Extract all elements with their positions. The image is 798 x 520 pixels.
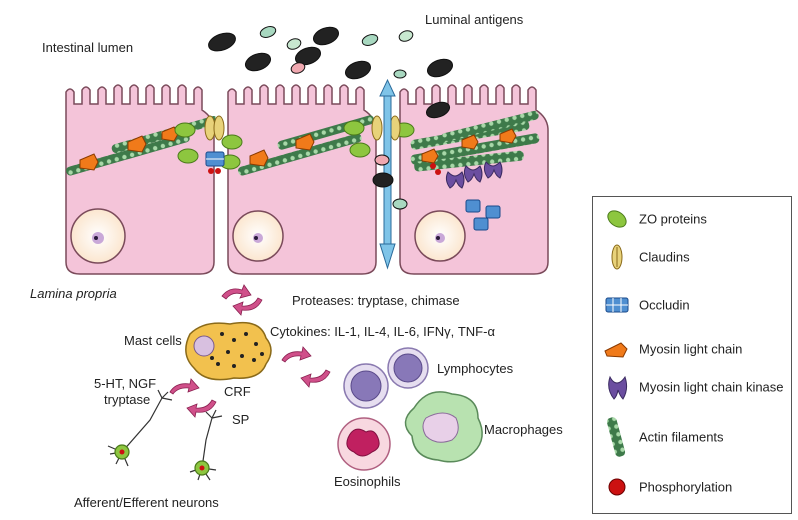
epithelial-layer xyxy=(65,84,549,275)
label-lamina-propria: Lamina propria xyxy=(30,286,117,301)
nucleus-2 xyxy=(232,210,284,262)
nucleus-3 xyxy=(414,210,466,262)
luminal-antigens xyxy=(208,26,454,210)
phosphorylation-icon xyxy=(608,478,626,496)
label-proteases: Proteases: tryptase, chimase xyxy=(292,293,460,308)
occludin-icon xyxy=(605,297,629,313)
legend-label: Claudins xyxy=(639,249,690,265)
label-mediators-line1: 5-HT, NGF xyxy=(94,376,156,391)
lymphocyte-2 xyxy=(387,347,429,389)
cycle-arrows-neuro xyxy=(169,378,217,418)
occludin-cluster xyxy=(465,199,501,231)
myosin-light-chain-icon xyxy=(604,342,628,358)
myosin-light-chains xyxy=(79,126,517,171)
neuron-1 xyxy=(107,389,173,467)
zo-protein-icon xyxy=(607,210,627,228)
mast-cell xyxy=(185,321,272,381)
label-lymphocytes: Lymphocytes xyxy=(437,361,514,376)
lymphocyte-1 xyxy=(343,363,389,409)
actin-filament-icon xyxy=(606,417,626,457)
label-intestinal-lumen: Intestinal lumen xyxy=(42,40,133,55)
legend-label: ZO proteins xyxy=(639,211,707,227)
legend-label: Myosin light chain kinase xyxy=(639,379,784,395)
label-luminal-antigens: Luminal antigens xyxy=(425,12,524,27)
legend-item-myosin-kinase: Myosin light chain kinase xyxy=(593,369,793,405)
label-neurons: Afferent/Efferent neurons xyxy=(74,495,219,510)
tight-junction-1 xyxy=(174,115,243,170)
legend-label: Phosphorylation xyxy=(639,479,733,495)
label-cytokines: Cytokines: IL-1, IL-4, IL-6, IFNγ, TNF-α xyxy=(270,324,495,339)
tight-junction-2 xyxy=(343,115,415,158)
legend-label: Occludin xyxy=(639,297,690,313)
myosin-kinases xyxy=(445,161,503,189)
myosin-kinase-icon xyxy=(608,375,628,400)
label-eosinophils: Eosinophils xyxy=(334,474,401,489)
label-crf: CRF xyxy=(224,384,251,399)
legend-item-actin-filaments: Actin filaments xyxy=(593,417,793,457)
legend-label: Actin filaments xyxy=(639,429,724,445)
paracellular-arrow xyxy=(379,78,396,270)
phosphorylation-dots xyxy=(208,163,441,175)
legend-item-occludin: Occludin xyxy=(593,287,793,323)
label-sp: SP xyxy=(232,412,249,427)
eosinophil xyxy=(337,417,391,471)
neuron-2 xyxy=(189,409,223,481)
cycle-arrows-proteases xyxy=(221,284,263,316)
legend-item-myosin-light-chain: Myosin light chain xyxy=(593,331,793,367)
macrophage xyxy=(404,391,483,463)
label-macrophages: Macrophages xyxy=(484,422,563,437)
label-mast-cells: Mast cells xyxy=(124,333,182,348)
legend: ZO proteins Claudins Occludin Myosin lig… xyxy=(592,196,792,514)
legend-item-claudins: Claudins xyxy=(593,239,793,275)
legend-label: Myosin light chain xyxy=(639,341,743,357)
cycle-arrows-cytokines xyxy=(281,346,331,388)
legend-item-zo-proteins: ZO proteins xyxy=(593,201,793,237)
nucleus-1 xyxy=(70,208,126,264)
claudin-icon xyxy=(611,244,623,270)
label-mediators-line2: tryptase xyxy=(104,392,150,407)
legend-item-phosphorylation: Phosphorylation xyxy=(593,469,793,505)
